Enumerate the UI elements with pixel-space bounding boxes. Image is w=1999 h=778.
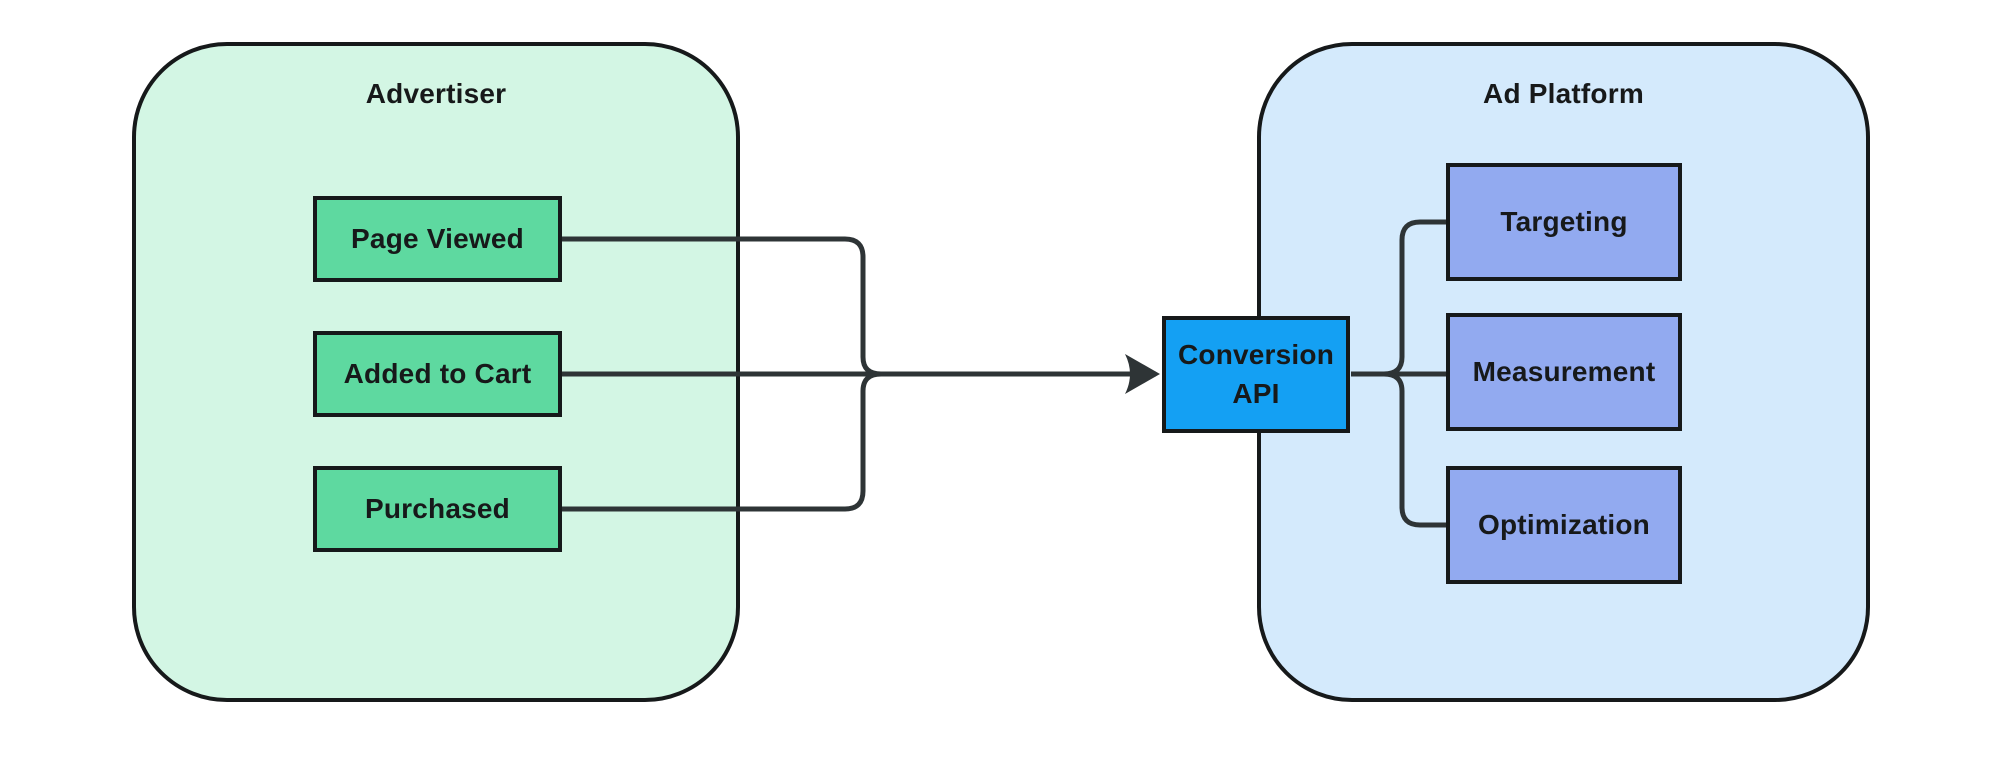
node-page-viewed: Page Viewed (313, 196, 562, 282)
connector-arrowhead (1125, 354, 1160, 394)
node-targeting: Targeting (1446, 163, 1682, 281)
connector-api-to-optimization (1383, 371, 1446, 528)
ad-platform-title: Ad Platform (1483, 78, 1644, 109)
node-purchased: Purchased (313, 466, 562, 552)
node-optimization: Optimization (1446, 466, 1682, 584)
node-measurement: Measurement (1446, 313, 1682, 431)
conversion-api-label-line1: Conversion (1177, 338, 1335, 370)
node-added-to-cart: Added to Cart (313, 331, 562, 417)
connector-purchased-to-merge (562, 371, 882, 512)
node-conversion-api: Conversion API (1162, 316, 1350, 433)
advertiser-title: Advertiser (365, 78, 507, 109)
connector-page-viewed-to-merge (562, 236, 882, 377)
conversion-api-label-line2: API (1232, 377, 1280, 409)
connector-api-to-targeting (1383, 219, 1446, 377)
